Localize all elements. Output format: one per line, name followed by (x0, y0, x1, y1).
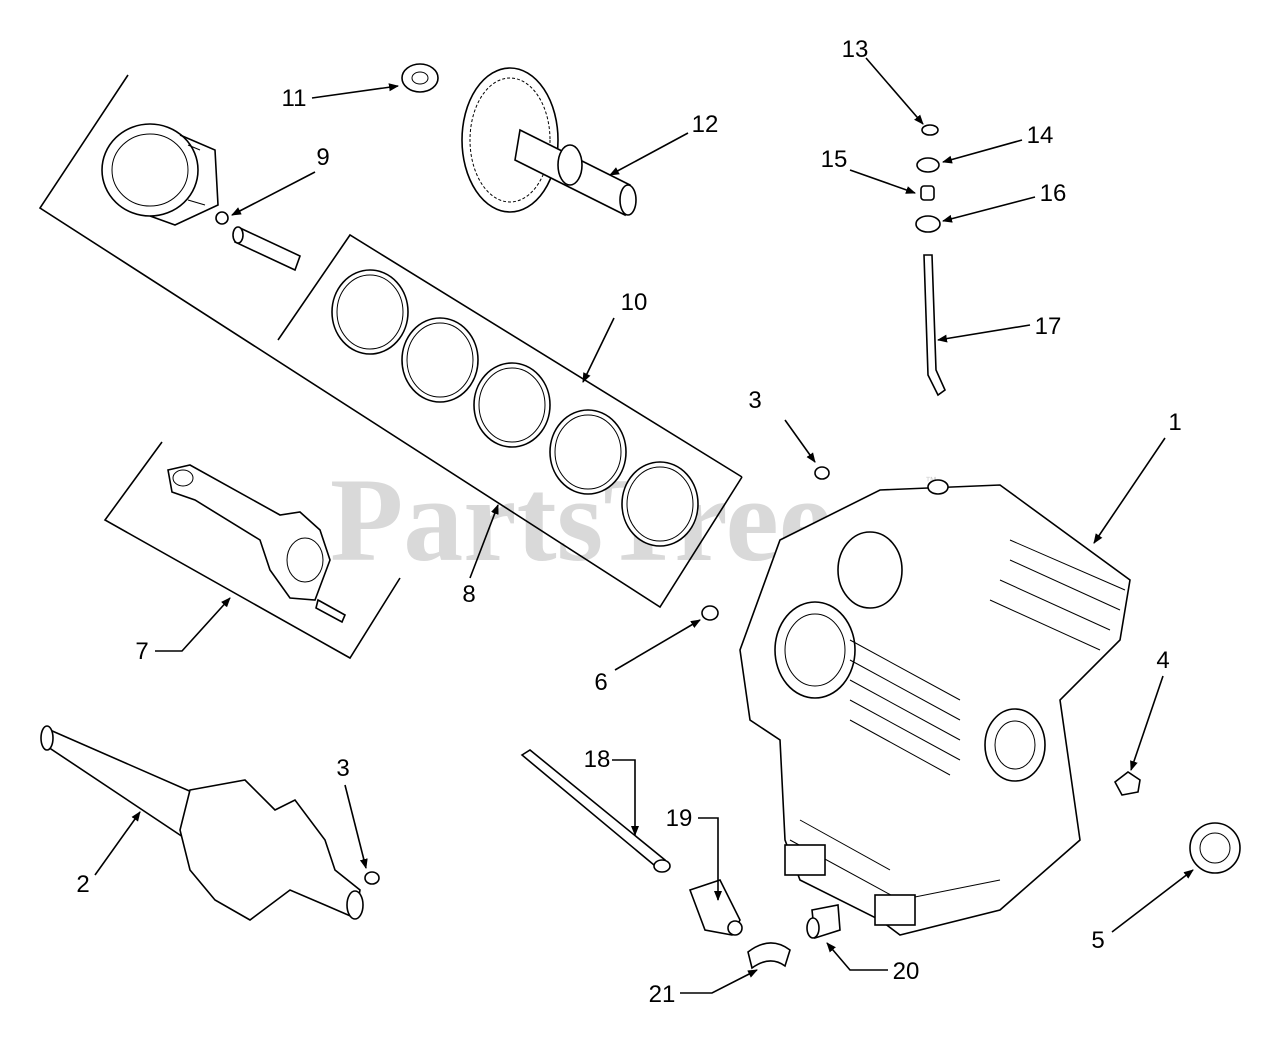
callout-20: 20 (893, 958, 920, 985)
callout-13: 13 (842, 36, 869, 63)
callout-15: 15 (821, 146, 848, 173)
thrust-washer (401, 63, 439, 93)
callout-2: 2 (76, 871, 89, 898)
callout-18: 18 (584, 746, 611, 773)
piston (101, 123, 219, 226)
callout-14: 14 (1027, 122, 1054, 149)
camshaft (461, 67, 637, 217)
dowel-pin-upper (814, 466, 830, 480)
callout-19: 19 (666, 805, 693, 832)
oil-drain-plug (1113, 771, 1141, 796)
callout-7: 7 (135, 638, 148, 665)
callout-4: 4 (1156, 647, 1169, 674)
callout-16: 16 (1040, 180, 1067, 207)
callout-21: 21 (649, 981, 676, 1008)
piston-ring-bracket (38, 74, 743, 609)
leader-lines (94, 57, 1194, 994)
crankshaft (40, 725, 364, 921)
piston-rings (331, 269, 699, 547)
callout-labels: 1 2 3 3 4 5 6 7 8 9 10 11 12 13 14 15 16… (76, 36, 1181, 1008)
dowel-pin-6 (701, 605, 719, 621)
oil-seal (1189, 822, 1241, 874)
callout-3-lower: 3 (336, 755, 349, 782)
callout-9: 9 (316, 144, 329, 171)
connecting-rod-bracket (103, 441, 401, 660)
callout-6: 6 (594, 669, 607, 696)
connecting-rod (167, 464, 347, 624)
callout-17: 17 (1035, 313, 1062, 340)
callout-11: 11 (282, 85, 307, 112)
piston-pin (232, 226, 301, 272)
callout-5: 5 (1091, 927, 1104, 954)
governor-parts (915, 124, 946, 397)
hose-clamp (747, 942, 791, 970)
crankcase (739, 479, 1131, 936)
callout-12: 12 (692, 111, 719, 138)
breather-tube (688, 879, 743, 936)
piston-pin-clip (215, 211, 229, 225)
fitting (806, 904, 841, 940)
callout-3-upper: 3 (748, 387, 761, 414)
crank-key (364, 871, 380, 885)
callout-10: 10 (621, 289, 648, 316)
dipstick-tube (520, 749, 671, 873)
callout-1: 1 (1168, 409, 1181, 436)
callout-8: 8 (462, 581, 475, 608)
